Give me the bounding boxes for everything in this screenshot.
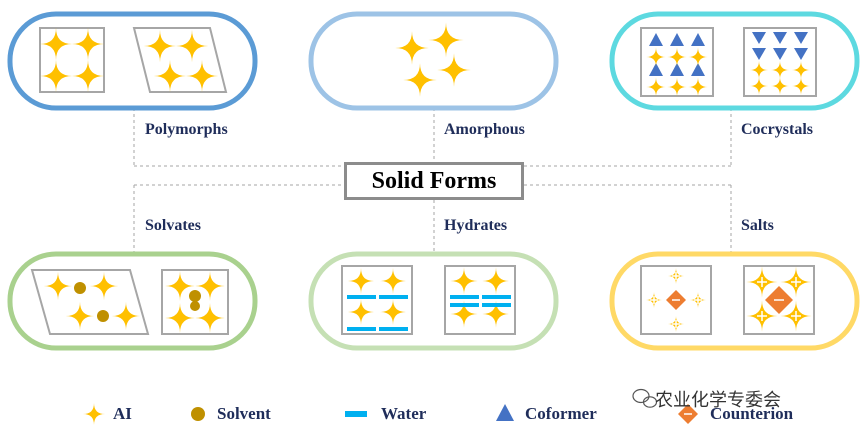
legend-ai-icon <box>82 402 106 426</box>
label-salts: Salts <box>741 217 774 234</box>
cocrystals-capsule <box>609 11 860 111</box>
legend-symbols <box>82 402 698 426</box>
salts-capsule <box>609 251 860 351</box>
label-polymorphs: Polymorphs <box>145 121 228 138</box>
legend-ai-label: AI <box>113 404 132 423</box>
connector-lines <box>133 108 732 252</box>
cocrystal-left-pattern <box>646 33 708 97</box>
wechat-icon <box>632 388 658 408</box>
label-hydrates: Hydrates <box>444 217 508 234</box>
legend-water-icon <box>345 411 367 417</box>
central-title-box: Solid Forms <box>344 162 524 200</box>
legend-solvent-icon <box>191 407 205 421</box>
legend-water-label: Water <box>381 404 427 423</box>
label-solvates: Solvates <box>145 217 201 234</box>
legend-counterion-icon <box>678 404 698 424</box>
central-title: Solid Forms <box>371 167 497 194</box>
cocrystal-right-pattern <box>749 32 811 96</box>
amorphous-capsule <box>308 11 559 111</box>
watermark-text: 农业化学专委会 <box>655 390 781 411</box>
legend-counterion-label: Counterion <box>710 404 794 423</box>
label-amorphous: Amorphous <box>444 121 525 138</box>
legend-coformer-label: Coformer <box>525 404 597 423</box>
solvates-capsule <box>7 251 258 351</box>
polymorphs-capsule <box>7 11 258 111</box>
legend-coformer-icon <box>496 404 514 421</box>
legend-solvent-label: Solvent <box>217 404 271 423</box>
label-cocrystals: Cocrystals <box>741 121 813 138</box>
hydrates-capsule <box>308 251 559 351</box>
